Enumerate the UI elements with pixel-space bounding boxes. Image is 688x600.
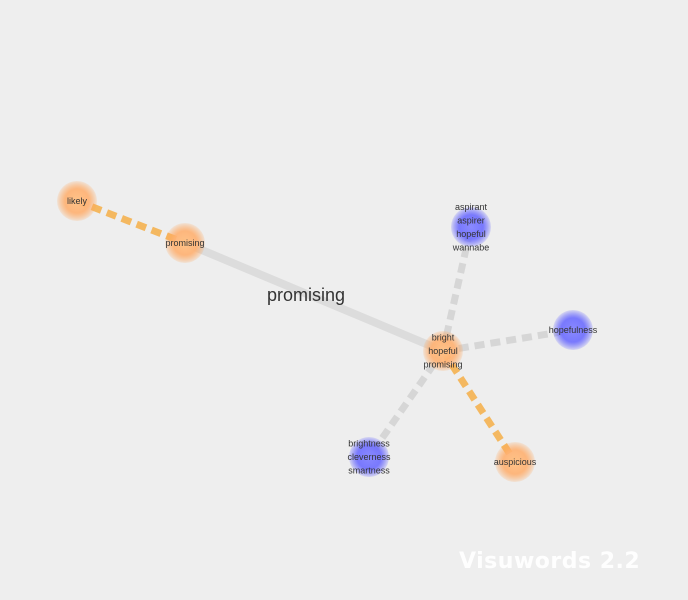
node-brightness[interactable]: brightness cleverness smartness	[347, 437, 391, 477]
node-label: hopeful	[428, 346, 458, 356]
node-label: smartness	[348, 466, 390, 476]
node-likely[interactable]: likely	[57, 181, 97, 221]
node-label: promising	[165, 238, 204, 248]
node-layer: likely promising bright hopeful promising asp…	[57, 181, 598, 482]
node-label: promising	[423, 360, 462, 370]
node-bright-hopeful-promising[interactable]: bright hopeful promising	[423, 331, 463, 371]
search-term-label: promising	[267, 285, 345, 305]
node-label: likely	[67, 196, 88, 206]
edge-bright-hopeful-promising-hopefulness	[442, 326, 574, 355]
node-promising-1[interactable]: promising	[165, 223, 205, 263]
node-label: bright	[432, 333, 455, 343]
node-label: brightness	[348, 439, 390, 449]
node-hopefulness[interactable]: hopefulness	[549, 310, 598, 350]
visuwords-logo: Visuwords 2.2	[459, 549, 641, 574]
edge-promising-1-bright-hopeful-promising	[183, 239, 445, 355]
node-label: hopefulness	[549, 325, 598, 335]
node-circle[interactable]	[57, 181, 97, 221]
node-auspicious[interactable]: auspicious	[494, 442, 537, 482]
node-circle[interactable]	[495, 442, 535, 482]
edge-bright-hopeful-promising-auspicious	[440, 349, 518, 464]
node-circle[interactable]	[423, 331, 463, 371]
edge-layer	[75, 197, 574, 464]
node-aspirant[interactable]: aspirant aspirer hopeful wannabe	[451, 202, 491, 253]
edge-bright-hopeful-promising-brightness	[366, 348, 446, 460]
node-circle[interactable]	[451, 207, 491, 247]
node-label: wannabe	[452, 242, 490, 252]
node-circle[interactable]	[349, 437, 389, 477]
node-circle[interactable]	[165, 223, 205, 263]
node-circle[interactable]	[553, 310, 593, 350]
node-label: aspirer	[457, 215, 485, 225]
node-label: hopeful	[456, 229, 486, 239]
node-label: cleverness	[347, 452, 391, 462]
edge-bright-hopeful-promising-aspirant	[439, 226, 475, 352]
node-label: aspirant	[455, 202, 488, 212]
node-label: auspicious	[494, 457, 537, 467]
